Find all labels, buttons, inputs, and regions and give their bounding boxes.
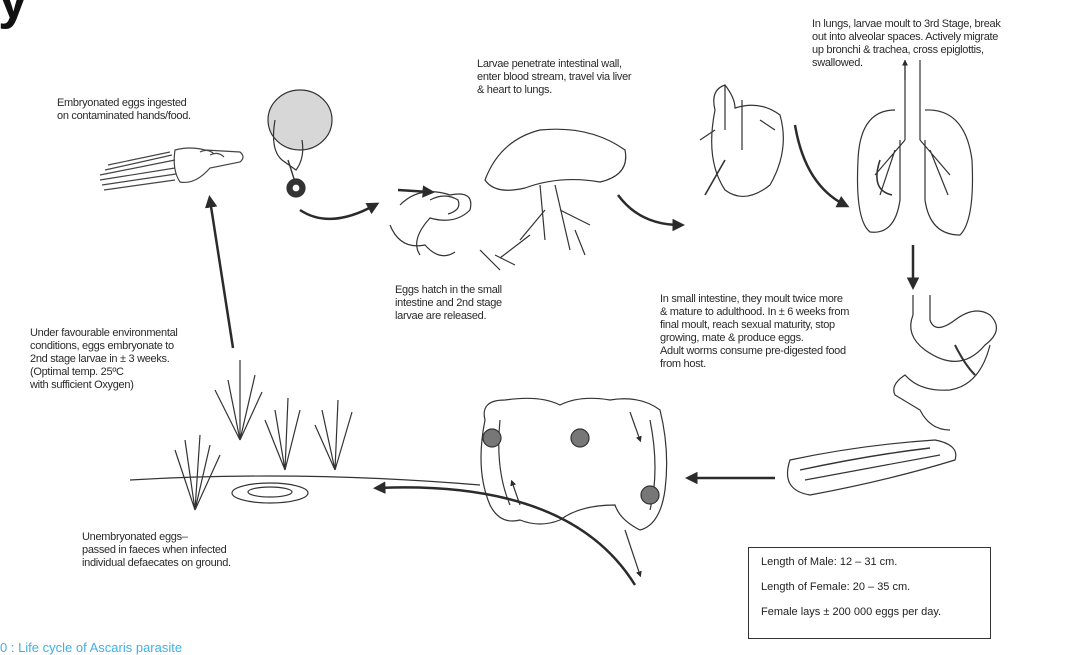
arrow-liver-to-heart <box>618 195 680 225</box>
caption-faeces: Unembryonated eggs– passed in faeces whe… <box>82 531 231 570</box>
caption-penetrate: Larvae penetrate intestinal wall, enter … <box>477 58 631 97</box>
male-length-text: Length of Male: 12 – 31 cm. <box>761 556 990 581</box>
caption-ingest: Embryonated eggs ingested on contaminate… <box>57 97 191 123</box>
hand-with-food-illustration <box>100 148 243 190</box>
intestine-liver-illustration <box>390 129 626 270</box>
large-intestine-illustration <box>481 398 667 575</box>
figure-caption: 0 : Life cycle of Ascaris parasite <box>0 640 182 655</box>
lungs-illustration <box>858 60 973 235</box>
caption-adult: In small intestine, they moult twice mor… <box>660 293 849 371</box>
child-head-illustration <box>268 90 332 197</box>
caption-lungs: In lungs, larvae moult to 3rd Stage, bre… <box>812 18 1001 70</box>
caption-hatch: Eggs hatch in the small intestine and 2n… <box>395 284 502 323</box>
caption-embryonate: Under favourable environmental condition… <box>30 327 178 392</box>
arrow-heart-to-lungs <box>795 125 845 205</box>
arrow-ground-to-hand <box>210 200 233 348</box>
arrow-colon-to-ground <box>378 487 635 585</box>
egg-count-text: Female lays ± 200 000 eggs per day. <box>761 606 990 631</box>
arrow-into-intestine <box>398 190 430 192</box>
arrow-head-to-intestine <box>300 205 375 219</box>
worm-size-box: Length of Male: 12 – 31 cm. Length of Fe… <box>748 547 991 639</box>
female-length-text: Length of Female: 20 – 35 cm. <box>761 581 990 606</box>
heart-illustration <box>700 85 783 196</box>
